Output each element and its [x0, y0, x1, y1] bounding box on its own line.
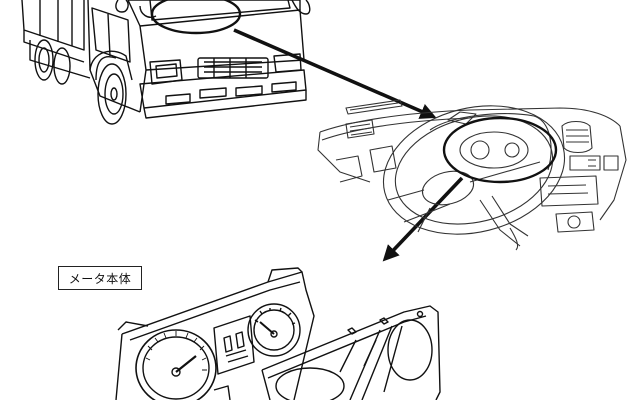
arrow-to-dashboard	[234, 30, 437, 119]
speedometer-ticks	[146, 331, 207, 370]
meter-assembly-illustration	[116, 268, 440, 400]
meter-body-label: メータ本体	[58, 266, 142, 290]
truck-illustration	[22, 0, 310, 124]
windshield-highlight-ellipse	[152, 0, 240, 33]
dashboard-illustration	[318, 88, 626, 253]
meter-highlight-ellipse	[444, 118, 556, 182]
